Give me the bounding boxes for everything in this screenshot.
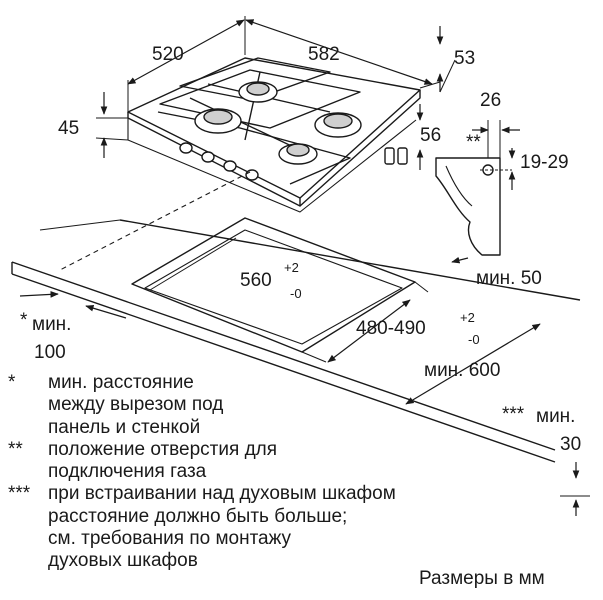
footnote-1-line-1: мин. расстояние — [48, 372, 194, 393]
dim-top-offset: 53 — [454, 48, 475, 69]
footnote-1-mark: * — [8, 372, 16, 393]
footnote-3-mark: *** — [8, 483, 31, 505]
dim-min-side-value: 100 — [34, 342, 66, 363]
burner-front-left-icon — [194, 108, 242, 134]
dim-cutout-depth-tol-minus: -0 — [468, 332, 480, 347]
footnote-2-mark: ** — [8, 438, 23, 460]
dim-cutout-width: 560 — [240, 270, 272, 291]
dim-min-oven-value: 30 — [560, 434, 581, 455]
footnote-legend: * мин. расстояние между вырезом под пане… — [8, 372, 568, 573]
dim-min-oven-label: мин. — [536, 406, 575, 427]
units-note: Размеры в мм — [419, 568, 545, 589]
gas-connector-icon — [384, 147, 408, 165]
hob-top-surface — [127, 57, 421, 199]
burner-front-right-icon — [278, 143, 318, 165]
footnote-3-line-2: расстояние должно быть больше; — [48, 505, 348, 527]
dim-cutout-depth: 480-490 — [356, 318, 426, 339]
burner-back-right-icon — [314, 112, 362, 138]
burner-back-left-icon — [238, 81, 278, 103]
dim-cutout-width-tol-minus: -0 — [290, 286, 302, 301]
footnote-2-line-2: подключения газа — [48, 461, 207, 483]
footnote-3-line-1: при встраивании над духовым шкафом — [48, 483, 396, 505]
dim-gas-pipe-range: 19-29 — [520, 152, 569, 173]
dim-min-side-label: мин. — [32, 314, 71, 335]
dim-gas-pipe-offset: 26 — [480, 90, 501, 111]
dim-cutout-width-tol-plus: +2 — [284, 260, 299, 275]
dim-hob-depth: 520 — [152, 44, 184, 65]
hob-front-edge — [127, 112, 301, 207]
footnote-3-line-4: духовых шкафов — [48, 550, 198, 572]
dim-cutout-depth-tol-plus: +2 — [460, 310, 475, 325]
footnote-3: *** при встраивании над духовым шкафом р… — [8, 483, 568, 572]
footnote-1-line-3: панель и стенкой — [48, 416, 201, 438]
control-knobs-icon — [179, 142, 259, 181]
footnote-2-line-1: положение отверстия для — [48, 438, 278, 460]
dim-min-oven-marker: *** — [502, 404, 525, 425]
hob-right-edge — [299, 90, 421, 207]
side-profile-drawing — [435, 157, 512, 256]
footnote-2: ** положение отверстия для подключения г… — [8, 439, 568, 484]
dim-gas-pipe-marker: ** — [466, 132, 481, 153]
projection-line — [59, 171, 251, 271]
worktop-back-edge — [119, 219, 581, 301]
dim-min-worktop-depth: мин. 600 — [424, 360, 500, 381]
dimension-lines — [19, 16, 590, 516]
footnote-1: * мин. расстояние между вырезом под пане… — [8, 372, 568, 439]
worktop — [11, 219, 581, 463]
hob-body-below — [127, 118, 417, 213]
dim-min-back: мин. 50 — [476, 268, 542, 289]
dim-hob-height: 45 — [58, 118, 79, 139]
hob-drawing — [127, 57, 421, 213]
dim-side-height: 56 — [420, 125, 441, 146]
dimension-labels: 520 582 53 45 56 26 ** 19-29 560 +2 -0 4… — [20, 44, 581, 455]
dim-min-side-marker: * — [20, 310, 28, 331]
dim-hob-width: 582 — [308, 44, 340, 65]
footnote-1-line-2: между вырезом под — [48, 394, 224, 416]
footnote-3-line-3: см. требования по монтажу — [48, 528, 292, 550]
